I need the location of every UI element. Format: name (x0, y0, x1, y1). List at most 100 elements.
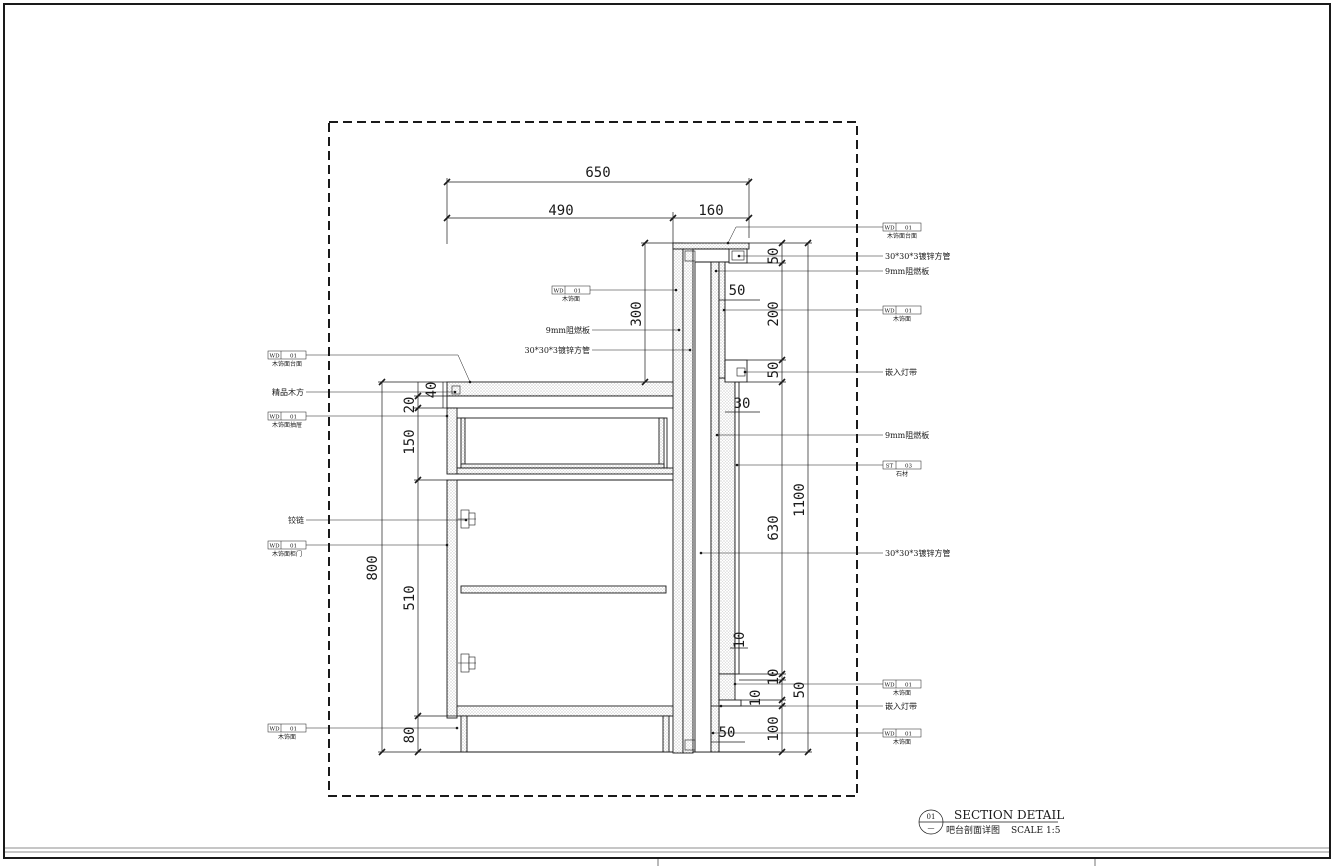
label-r8: 30*30*3镀锌方管 (885, 548, 950, 558)
label-m3: 30*30*3镀锌方管 (525, 345, 590, 355)
tag-r11: WD 01 木饰面 (882, 728, 922, 746)
upper-wood-face (718, 261, 726, 379)
dim-100: 100 (766, 716, 782, 741)
tag-l3: WD 01 木饰面抽屉 (267, 411, 307, 429)
right-labels: WD 01 木饰面台面 30*30*3镀锌方管 9mm阻燃板 WD 01 木饰面… (882, 222, 950, 746)
drawer-front (446, 407, 458, 475)
tag-number: 01 (290, 415, 297, 421)
stone-panel (718, 377, 736, 675)
dim-650: 650 (585, 165, 610, 181)
light-strip-upper (724, 359, 748, 383)
tag-material: 木饰面 (893, 315, 911, 323)
dimension-ticks (378, 178, 812, 756)
dim-160: 160 (698, 203, 723, 219)
left-labels: WD 01 木饰面台面 精品木方 WD 01 木饰面抽屉 铰链 WD 01 木饰… (267, 350, 307, 741)
tag-l5: WD 01 木饰面柜门 (267, 540, 307, 558)
tag-number: 03 (905, 464, 912, 470)
tag-number: 01 (905, 683, 912, 689)
dim-1100: 1100 (792, 483, 808, 517)
tag-material: 木饰面台面 (887, 232, 917, 240)
tag-code: WD (884, 732, 895, 738)
plinth (456, 705, 674, 717)
tag-material: 木饰面 (893, 689, 911, 697)
title-heading: SECTION DETAIL (954, 808, 1064, 822)
riser-board (710, 261, 720, 753)
tag-code: WD (269, 354, 280, 360)
dim-50-lower: 50 (792, 682, 808, 699)
dimension-lines (378, 178, 812, 753)
title-scale: SCALE 1:5 (1011, 826, 1061, 836)
dim-10-b: 10 (748, 690, 764, 707)
dim-50-cap: 50 (729, 283, 746, 299)
tag-l6: WD 01 木饰面 (267, 723, 307, 741)
tag-code: ST (886, 464, 894, 470)
dim-50-light: 50 (766, 362, 782, 379)
dim-200: 200 (766, 301, 782, 326)
dim-510: 510 (402, 585, 418, 610)
sheet-border (3, 3, 1331, 866)
tag-code: WD (553, 289, 564, 295)
label-r5: 嵌入灯带 (885, 367, 917, 377)
title-block: 01 — SECTION DETAIL 吧台剖面详图 SCALE 1:5 (918, 808, 1064, 836)
dim-80: 80 (402, 727, 418, 744)
tag-m1: WD 01 木饰面 (551, 285, 591, 303)
tag-r4: WD 01 木饰面 (882, 305, 922, 323)
label-r3: 9mm阻燃板 (885, 266, 929, 276)
bar-section (440, 242, 780, 754)
counter-support (446, 395, 674, 409)
dim-490: 490 (548, 203, 573, 219)
dimension-values: 650 490 160 300 50 50 200 50 30 1100 630… (365, 165, 808, 743)
dim-10-a: 10 (766, 669, 782, 686)
hinge-upper (458, 509, 476, 529)
tag-number: 01 (574, 289, 581, 295)
title-subtitle: 吧台剖面详图 (946, 824, 1000, 836)
tag-l1: WD 01 木饰面台面 (267, 350, 307, 368)
tag-code: WD (884, 226, 895, 232)
tag-number: 01 (905, 732, 912, 738)
label-l4: 铰链 (288, 515, 304, 525)
tag-code: WD (884, 683, 895, 689)
tag-material: 木饰面抽屉 (272, 421, 302, 429)
tag-number: 01 (290, 354, 297, 360)
tag-material: 木饰面 (562, 295, 580, 303)
shelf (460, 585, 667, 594)
tag-code: WD (884, 309, 895, 315)
leader-lines (306, 226, 883, 734)
dim-20: 20 (402, 397, 418, 414)
top-cap (672, 242, 750, 250)
light-strip-lower (718, 699, 742, 707)
dim-40: 40 (424, 382, 440, 399)
label-r2: 30*30*3镀锌方管 (885, 251, 950, 261)
tag-code: WD (269, 415, 280, 421)
drawer-box (456, 417, 668, 469)
tag-r1: WD 01 木饰面台面 (882, 222, 922, 240)
tag-number: 01 (905, 309, 912, 315)
tag-code: WD (269, 544, 280, 550)
tag-material: 木饰面 (893, 738, 911, 746)
sheet-reference: — (928, 824, 935, 832)
dim-10-stone: 10 (732, 632, 748, 649)
tag-number: 01 (290, 727, 297, 733)
riser-panel-inner (682, 247, 694, 754)
dim-300: 300 (629, 301, 645, 326)
detail-boundary (328, 121, 858, 797)
hinge-lower (458, 653, 476, 673)
cabinet-door (446, 479, 458, 719)
dim-800: 800 (365, 555, 381, 580)
leader-arrows (445, 241, 747, 735)
dim-150: 150 (402, 429, 418, 454)
label-r10: 嵌入灯带 (885, 701, 917, 711)
tag-r9: WD 01 木饰面 (882, 679, 922, 697)
tag-r7: ST 03 石材 (882, 460, 922, 478)
countertop (446, 381, 674, 397)
tag-number: 01 (290, 544, 297, 550)
detail-number: 01 (927, 813, 936, 821)
tag-material: 石材 (896, 470, 908, 478)
dim-30: 30 (734, 396, 751, 412)
label-l2: 精品木方 (272, 387, 304, 397)
tag-material: 木饰面柜门 (272, 550, 302, 558)
label-m2: 9mm阻燃板 (546, 325, 590, 335)
riser-post (694, 261, 712, 753)
lower-trim (718, 673, 736, 701)
